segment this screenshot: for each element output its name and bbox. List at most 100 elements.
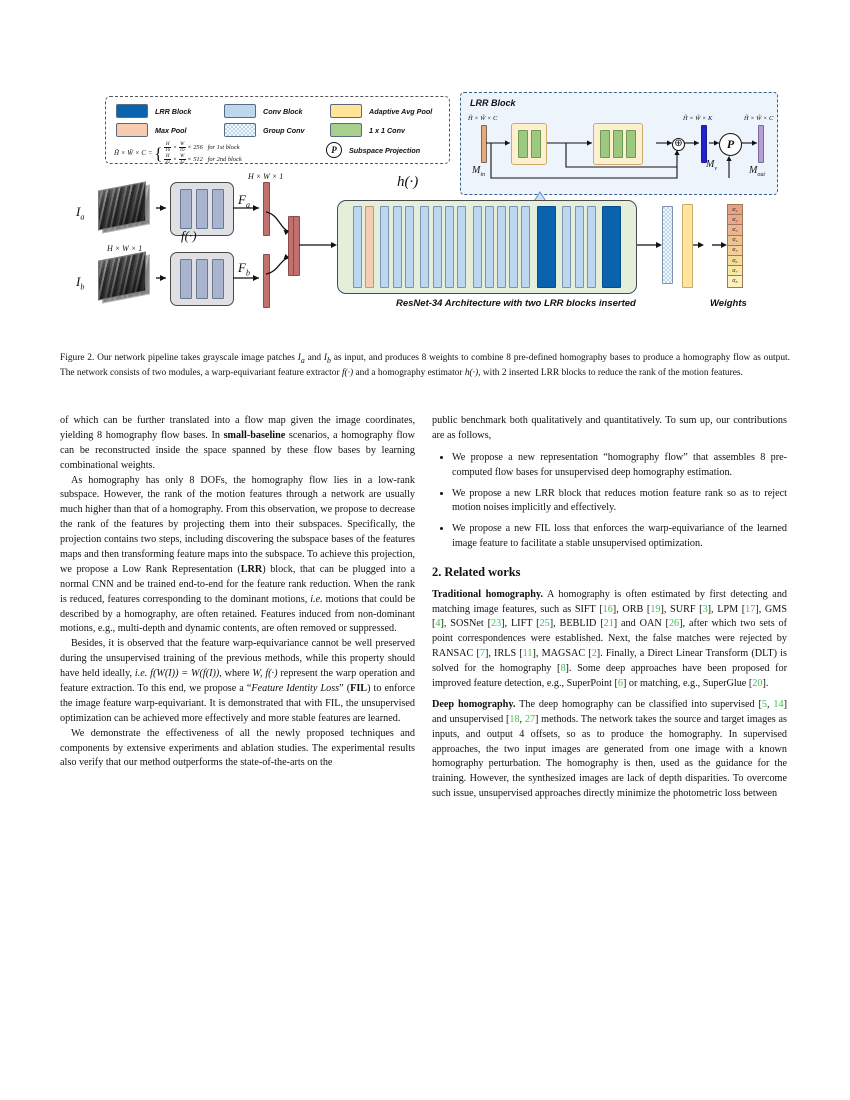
trad-t8: ], BEBLID [ [549, 618, 604, 630]
citation-26[interactable]: 26 [668, 618, 680, 630]
legend-item-adaptive-avg-pool: Adaptive Avg Pool [330, 104, 432, 118]
feature-b-label: Fb [238, 260, 250, 278]
lrr-block-title: LRR Block [470, 98, 516, 108]
legend-label: Adaptive Avg Pool [369, 106, 433, 116]
citation-16[interactable]: 16 [602, 603, 613, 615]
citation-2[interactable]: 2 [591, 648, 597, 660]
p2-part-b: ) block, that can be plugged into a norm… [60, 563, 415, 605]
citation-3[interactable]: 3 [702, 603, 708, 615]
frac-den: 32 [179, 159, 185, 165]
citation-14[interactable]: 14 [773, 698, 784, 710]
feature-dim-label: H × W × 1 [248, 172, 284, 181]
weight-cell: α₈ [728, 276, 742, 287]
weight-cell: α₇ [728, 266, 742, 277]
feature-extractor-label: f(·) [181, 228, 197, 243]
1x1-conv-bar [626, 130, 636, 158]
formula-lhs: H̃ × W̃ × C = [114, 149, 153, 158]
citation-4[interactable]: 4 [435, 618, 441, 630]
conv-block [444, 206, 454, 288]
frac-den: 32 [165, 159, 171, 165]
trad-t16: ]. [762, 677, 769, 689]
brace-icon: { [154, 143, 163, 163]
caption-f: f(·) [341, 367, 354, 378]
weight-cell: α₆ [728, 255, 742, 267]
citation-7[interactable]: 7 [479, 648, 485, 660]
adaptive-avg-pool-block [682, 204, 693, 288]
figure-caption: Figure 2. Our network pipeline takes gra… [60, 352, 790, 380]
m-out-symbol: M [749, 165, 758, 176]
fb-symbol: F [238, 260, 246, 275]
conv-block [496, 206, 506, 288]
paragraph-2: As homography has only 8 DOFs, the homog… [60, 474, 415, 638]
citation-19[interactable]: 19 [650, 603, 661, 615]
citation-27[interactable]: 27 [524, 713, 536, 725]
figure-2-diagram: LRR Block Max Pool Conv Block Group Conv… [60, 88, 790, 346]
trad-t14: ]. Some deep approaches have been propos… [432, 663, 787, 689]
adaptive-avg-pool-swatch-icon [330, 104, 362, 118]
p3-part-e: ) to enforce the image feature warp-equi… [60, 683, 415, 724]
p1-part-b: scenarios, a homography flow can be reco… [60, 429, 415, 471]
weights-vector: α₁ α₂ α₃ α₄ α₅ α₆ α₇ α₈ [727, 204, 743, 288]
p3-fil-italic: Feature Identity Loss [251, 683, 340, 695]
lrr-dim-mv-label: H̃ × W̃ × K [683, 115, 713, 122]
deep-t2: , [766, 698, 774, 710]
citation-5[interactable]: 5 [761, 698, 767, 710]
list-item: We propose a new LRR block that reduces … [452, 487, 787, 517]
caption-ib: I [323, 353, 328, 363]
paragraph-3: Besides, it is observed that the feature… [60, 637, 415, 726]
group-conv-swatch-icon [224, 123, 256, 137]
max-pool-swatch-icon [116, 123, 148, 137]
p2-bold-lrr: LRR [240, 563, 263, 575]
citation-23[interactable]: 23 [490, 618, 502, 630]
fa-subscript: a [245, 200, 250, 210]
weight-cell: α₁ [728, 205, 742, 216]
m-out-bar [758, 125, 764, 163]
input-a-label: Ia [76, 204, 84, 222]
p-circle-icon: P [326, 142, 342, 158]
p3-wf: W, f(·) [252, 668, 278, 680]
legend-label: Subspace Projection [349, 145, 421, 155]
formula-case-text: for 1st block [207, 144, 240, 152]
conv-layer-bar [180, 259, 192, 299]
conv-block [420, 206, 430, 288]
trad-t10: ], after which two sets of point corresp… [432, 618, 788, 660]
weight-cell: α₂ [728, 215, 742, 226]
m-v-subscript: v [714, 166, 718, 172]
citation-8[interactable]: 8 [560, 663, 566, 675]
citation-21[interactable]: 21 [603, 618, 614, 630]
trad-t7: ], LIFT [ [501, 618, 540, 630]
feature-a-bar [263, 182, 270, 236]
m-in-symbol: M [472, 165, 481, 176]
lrr-dim-out-label: H̃ × W̃ × C [744, 115, 774, 122]
fb-subscript: b [245, 268, 250, 278]
conv-block [404, 206, 414, 288]
m-out-subscript: out [757, 172, 766, 178]
legend-item-lrr-block: LRR Block [116, 104, 191, 118]
feature-b-bar [263, 254, 270, 308]
trad-t13: ]. Finally, a Direct Linear Transform (D… [432, 648, 787, 675]
subspace-projection-icon: P [719, 132, 742, 156]
caption-text-2: and [304, 353, 324, 363]
citation-17[interactable]: 17 [745, 603, 756, 615]
legend-item-subspace-projection: P Subspace Projection [326, 142, 420, 158]
paragraph-4: We demonstrate the effectiveness of all … [60, 727, 415, 769]
p3-ie: i.e. [134, 668, 148, 680]
conv-layer-bar [196, 259, 208, 299]
citation-25[interactable]: 25 [539, 618, 550, 630]
conv-layer-bar [180, 189, 192, 229]
citation-18[interactable]: 18 [509, 713, 520, 725]
deep-t3: ] and unsupervised [ [432, 698, 788, 725]
paragraph-contributions-intro: public benchmark both qualitatively and … [432, 415, 787, 441]
citation-6[interactable]: 6 [617, 677, 623, 689]
p1-part-a: of which can be further translated into … [60, 415, 415, 441]
conv-layer-bar [212, 259, 224, 299]
citation-20[interactable]: 20 [752, 677, 763, 689]
deep-t1: The deep homography can be classified in… [515, 698, 762, 710]
conv-block [472, 206, 482, 288]
input-b-label: Ib [76, 274, 84, 292]
citation-11[interactable]: 11 [522, 648, 533, 660]
frac-den: 16 [165, 148, 171, 154]
formula-channels: × 256 [187, 144, 203, 152]
conv-block-swatch-icon [224, 104, 256, 118]
